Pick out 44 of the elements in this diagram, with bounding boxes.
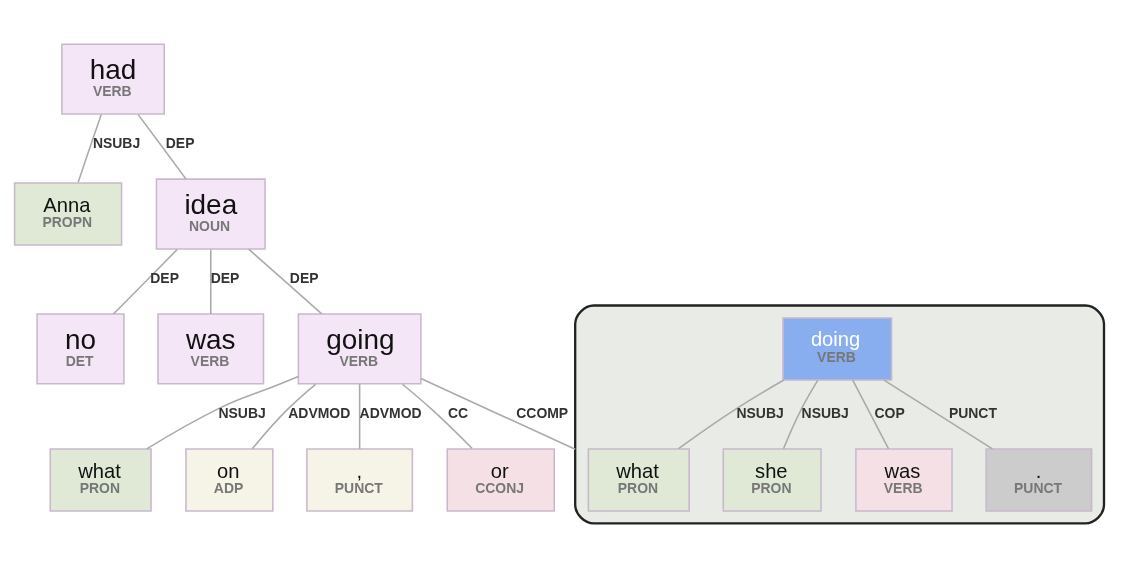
node-box: had VERB [61, 42, 165, 115]
node-box: . PUNCT [985, 447, 1093, 512]
connector [146, 375, 300, 450]
connector [210, 248, 212, 315]
edge-label: CC [448, 404, 469, 421]
node-box: she PRON [722, 447, 822, 512]
connector [782, 378, 819, 450]
node-box: was VERB [157, 312, 265, 385]
node-box: doing VERB [782, 316, 893, 381]
edge-label: CCOMP [516, 404, 569, 421]
node-box: what PRON [587, 447, 690, 512]
connector [420, 377, 576, 450]
node-box: no DET [36, 312, 125, 385]
node-box: , PUNCT [306, 447, 414, 512]
edge-label: ADVMOD [359, 404, 422, 421]
connector [401, 382, 473, 449]
node-box: or CCONJ [446, 447, 556, 512]
edge-label: PUNCT [948, 404, 997, 421]
edge-label: DEP [150, 269, 179, 286]
node-box: Anna PROPN [13, 181, 123, 246]
node-box: going VERB [297, 312, 422, 385]
node-box: what PRON [49, 447, 152, 512]
connector [247, 247, 323, 315]
connector [883, 378, 994, 450]
node-box: idea NOUN [155, 177, 266, 250]
connector [851, 378, 890, 450]
edge-label: DEP [289, 269, 319, 286]
edge-label: ADVMOD [288, 404, 351, 421]
edge-label: NSUBJ [736, 404, 784, 421]
edge-label: NSUBJ [801, 404, 849, 421]
connector [251, 383, 317, 450]
cluster [574, 303, 1106, 525]
edge-label: NSUBJ [92, 134, 141, 151]
connector [112, 248, 178, 315]
node-box: on ADP [185, 447, 274, 512]
edge-label: DEP [210, 269, 240, 286]
connector [677, 378, 785, 449]
connector [358, 382, 361, 450]
connector [77, 113, 103, 183]
node-box: was VERB [855, 447, 953, 512]
edge-label: DEP [165, 134, 195, 151]
edge-label: COP [874, 404, 905, 421]
connector [137, 113, 187, 180]
edge-label: NSUBJ [218, 404, 266, 421]
